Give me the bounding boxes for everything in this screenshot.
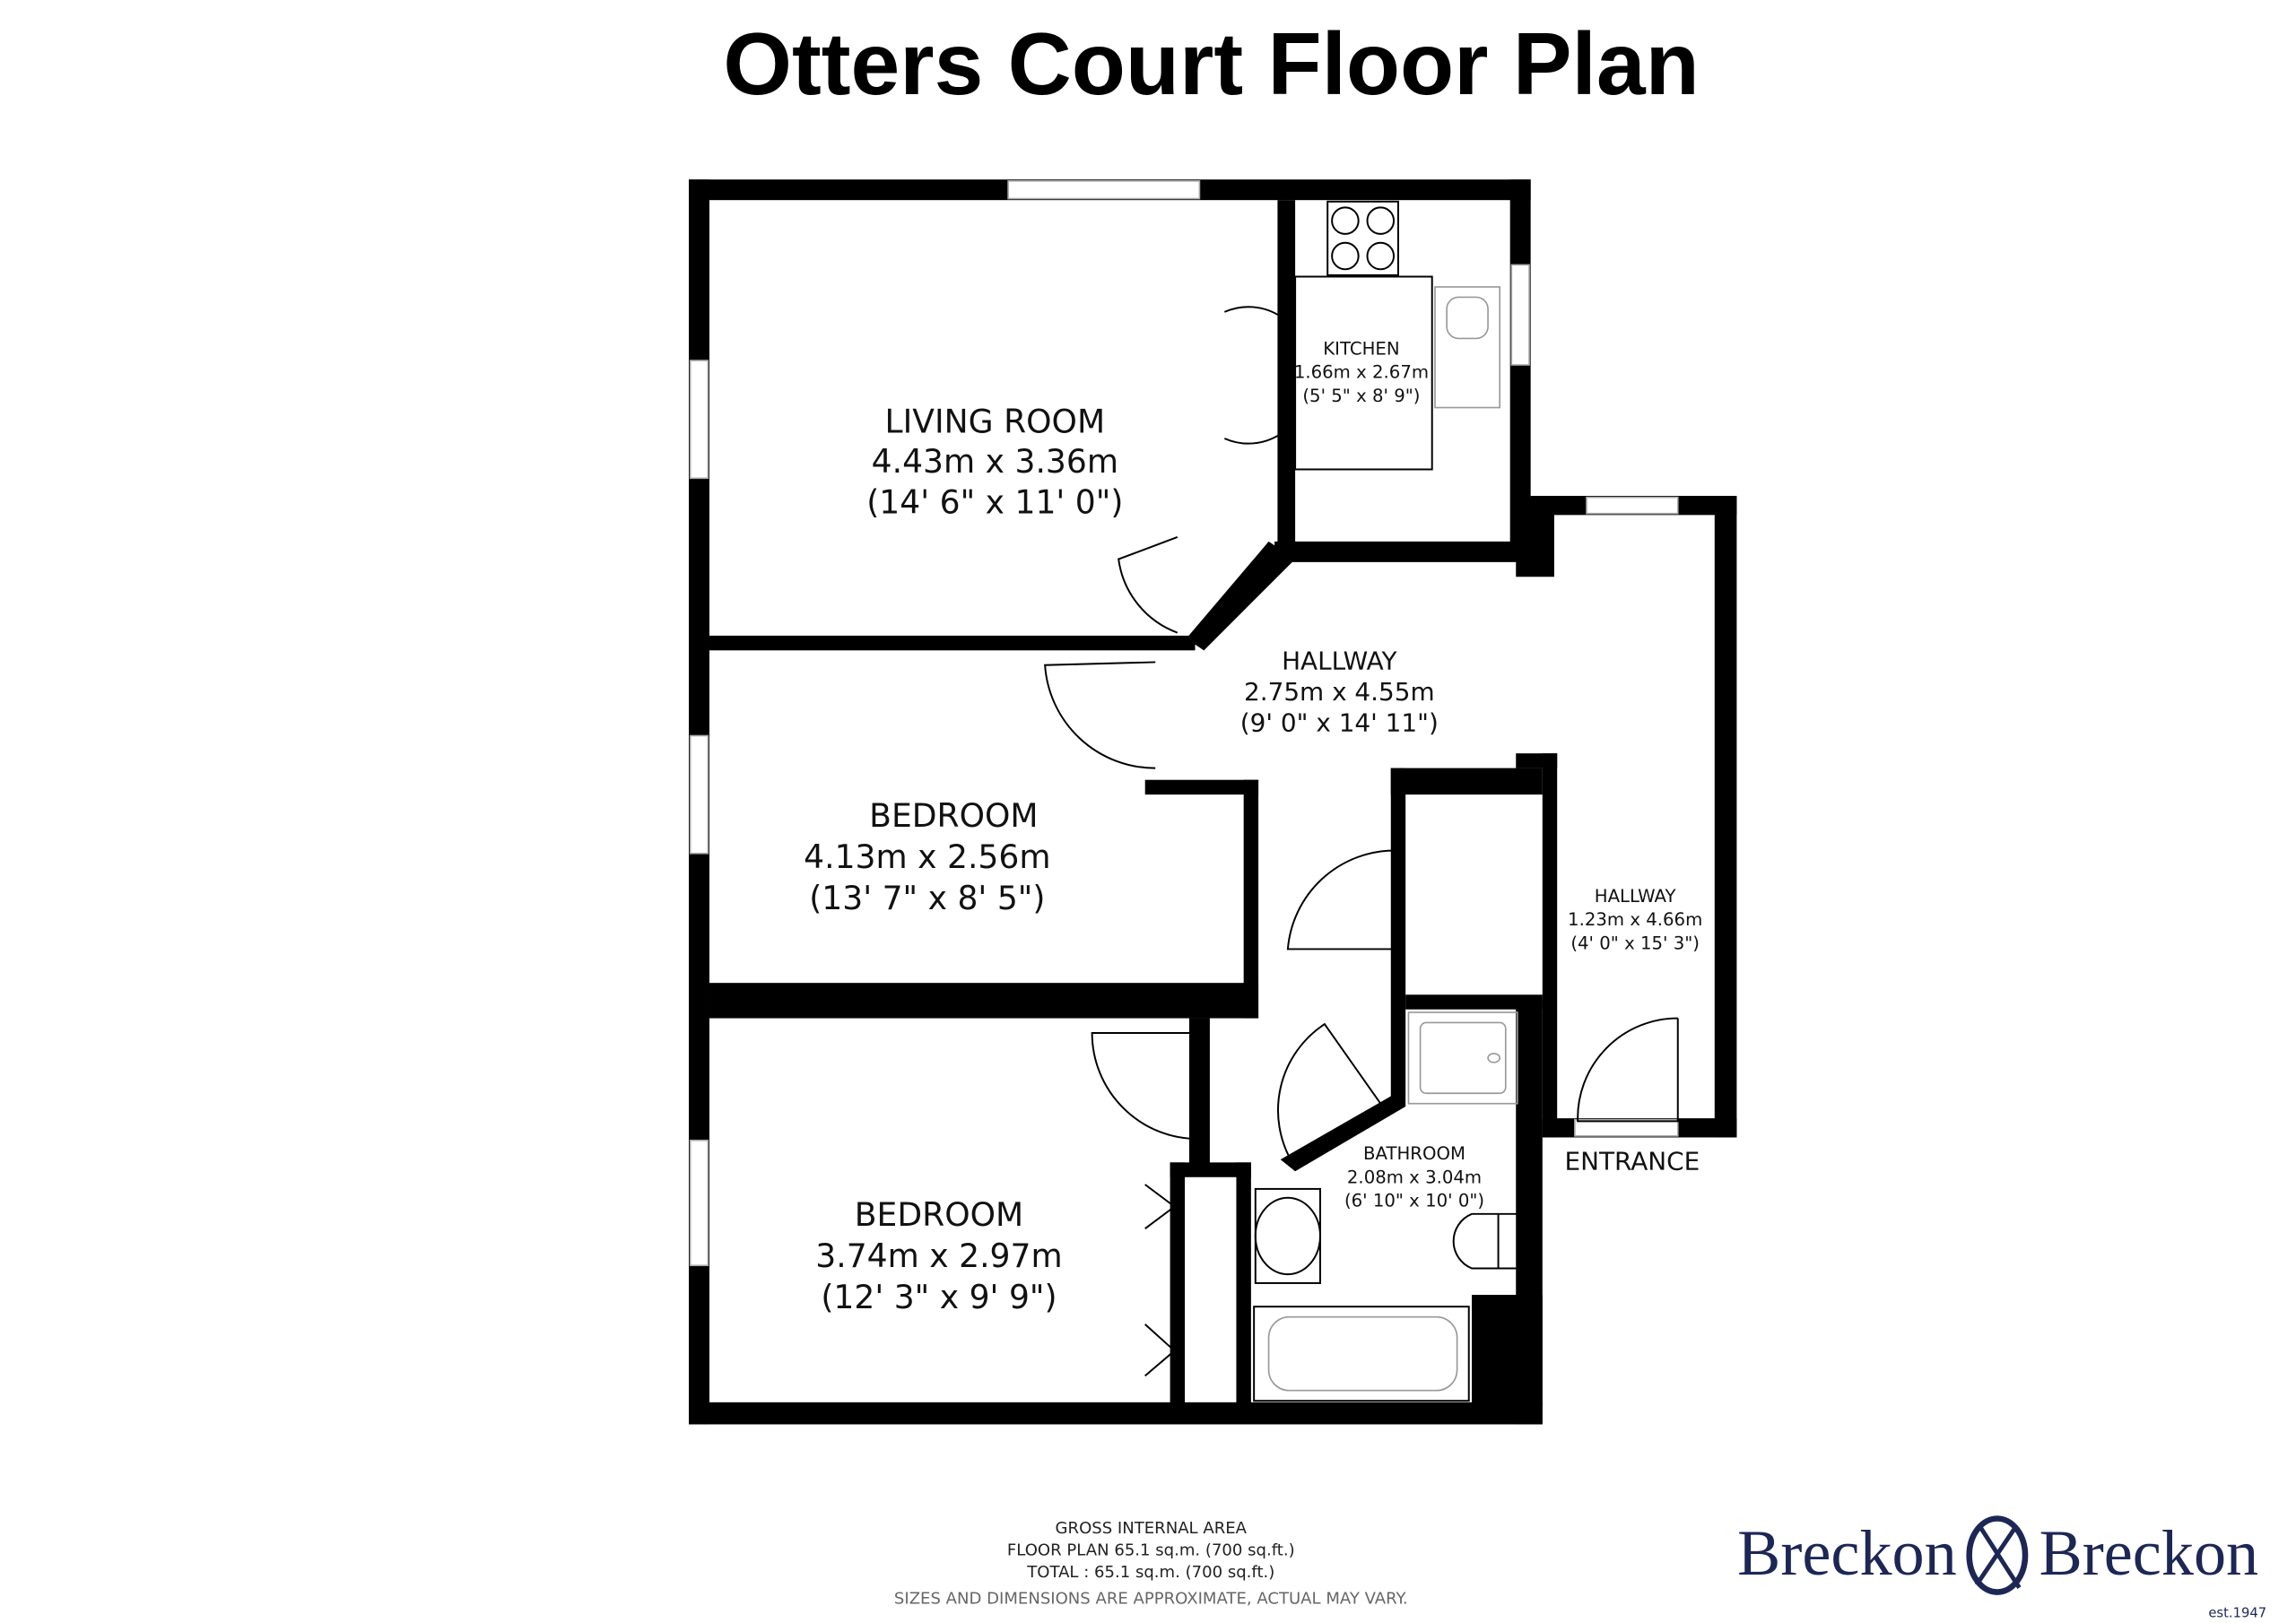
hallway-metric: 2.75m x 4.55m bbox=[1244, 677, 1435, 707]
footer: GROSS INTERNAL AREA FLOOR PLAN 65.1 sq.m… bbox=[894, 1519, 1408, 1609]
bedroom2-imperial: (12' 3" x 9' 9") bbox=[821, 1278, 1057, 1316]
entrance-label: ENTRANCE bbox=[1565, 1147, 1700, 1176]
bedroom2-name: BEDROOM bbox=[855, 1195, 1023, 1234]
hob-icon bbox=[1326, 200, 1399, 276]
kitchen-imperial: (5' 5" x 8' 9") bbox=[1302, 386, 1420, 406]
hallway-name: HALLWAY bbox=[1282, 647, 1397, 676]
side-hallway-name: HALLWAY bbox=[1595, 886, 1677, 907]
bathroom-name: BATHROOM bbox=[1363, 1143, 1465, 1164]
shower-icon bbox=[1407, 1011, 1518, 1105]
worktop bbox=[1294, 275, 1433, 471]
side-hallway-metric: 1.23m x 4.66m bbox=[1568, 909, 1702, 930]
toilet-icon bbox=[1452, 1212, 1520, 1270]
living-room-metric: 4.43m x 3.36m bbox=[872, 442, 1118, 481]
floor-plan-area: FLOOR PLAN 65.1 sq.m. (700 sq.ft.) bbox=[1007, 1541, 1295, 1560]
sink-icon bbox=[1434, 286, 1501, 409]
logo-est: est.1947 bbox=[2208, 1605, 2266, 1620]
page-title: Otters Court Floor Plan bbox=[723, 14, 1699, 113]
logo-left: Breckon bbox=[1737, 1517, 1957, 1589]
bedroom2-metric: 3.74m x 2.97m bbox=[815, 1237, 1062, 1275]
fixtures bbox=[1253, 200, 1520, 1402]
kitchen-metric: 1.66m x 2.67m bbox=[1294, 362, 1429, 383]
living-room-imperial: (14' 6" x 11' 0") bbox=[866, 483, 1123, 522]
living-room-name: LIVING ROOM bbox=[885, 402, 1106, 440]
bedroom1-metric: 4.13m x 2.56m bbox=[804, 838, 1050, 876]
side-hallway-imperial: (4' 0" x 15' 3") bbox=[1570, 933, 1700, 953]
ampersand-mark bbox=[1966, 1515, 2029, 1595]
total-area: TOTAL : 65.1 sq.m. (700 sq.ft.) bbox=[1026, 1563, 1274, 1582]
bedroom1-name: BEDROOM bbox=[869, 796, 1038, 835]
brand-logo: Breckon Breckon est.1947 bbox=[1737, 1515, 2266, 1620]
basin-icon bbox=[1254, 1196, 1321, 1276]
bathroom-metric: 2.08m x 3.04m bbox=[1347, 1167, 1482, 1187]
kitchen-name: KITCHEN bbox=[1323, 338, 1399, 359]
hallway-imperial: (9' 0" x 14' 11") bbox=[1240, 708, 1439, 738]
windows bbox=[689, 180, 1679, 1267]
disclaimer: SIZES AND DIMENSIONS ARE APPROXIMATE, AC… bbox=[894, 1590, 1408, 1609]
bathroom-imperial: (6' 10" x 10' 0") bbox=[1344, 1191, 1484, 1211]
doors bbox=[1044, 306, 1679, 1377]
walls bbox=[689, 179, 1737, 1425]
logo-right: Breckon bbox=[2039, 1517, 2259, 1589]
gia-heading: GROSS INTERNAL AREA bbox=[1056, 1519, 1248, 1538]
bedroom1-imperial: (13' 7" x 8' 5") bbox=[809, 879, 1045, 917]
room-labels: LIVING ROOM 4.43m x 3.36m (14' 6" x 11' … bbox=[804, 338, 1702, 1315]
bath-icon bbox=[1253, 1306, 1470, 1402]
